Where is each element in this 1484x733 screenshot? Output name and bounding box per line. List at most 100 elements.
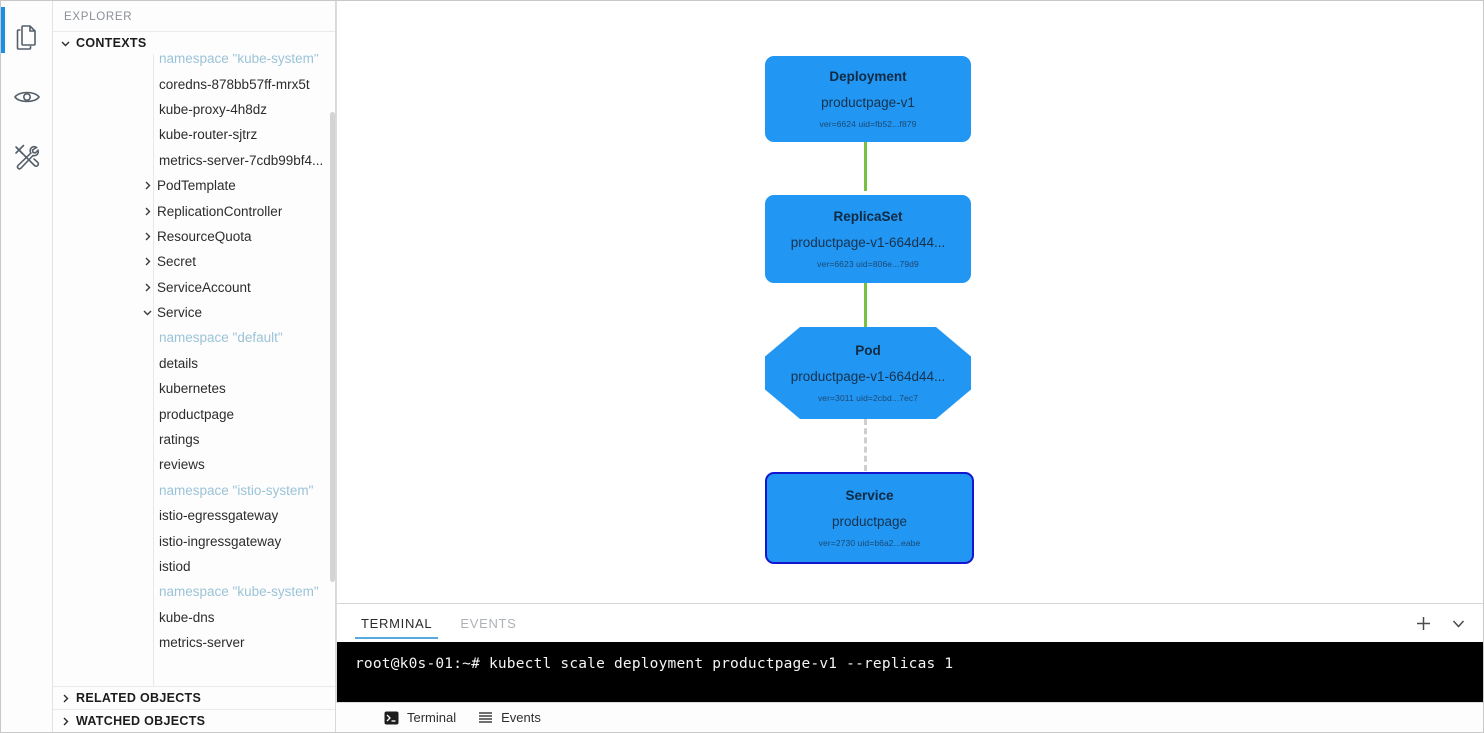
chevron-down-icon[interactable] bbox=[141, 306, 154, 319]
tab-terminal[interactable]: TERMINAL bbox=[355, 604, 439, 642]
activity-item-watch[interactable] bbox=[1, 67, 53, 127]
chevron-right-icon[interactable] bbox=[141, 205, 154, 218]
tree-item[interactable]: coredns-878bb57ff-mrx5t bbox=[53, 71, 335, 96]
node-name: productpage-v1-664d44... bbox=[790, 235, 946, 250]
terminal-icon bbox=[384, 711, 399, 725]
explorer-title: EXPLORER bbox=[64, 11, 133, 23]
tree-item-label: ratings bbox=[159, 432, 200, 448]
tree-item-label: istio-egressgateway bbox=[159, 508, 279, 524]
tree-item-label: istiod bbox=[159, 559, 191, 574]
graph-node-pod[interactable]: Pod productpage-v1-664d44... ver=3011 ui… bbox=[765, 327, 971, 419]
tree-item[interactable]: istio-ingressgateway bbox=[53, 528, 335, 553]
tree-item-label: details bbox=[159, 355, 199, 371]
tree-item[interactable]: istio-egressgateway bbox=[53, 503, 335, 528]
tree-item-label: kube-router-sjtrz bbox=[159, 127, 258, 143]
tree-item-label: reviews bbox=[159, 457, 205, 473]
edge-replicaset-pod bbox=[864, 283, 867, 327]
tree-group[interactable]: Secret bbox=[53, 249, 335, 274]
tree-item[interactable]: kube-dns bbox=[53, 605, 335, 630]
tree-item-label: namespace "istio-system" bbox=[159, 482, 314, 498]
graph-node-service[interactable]: Service productpage ver=2730 uid=b6a2...… bbox=[765, 472, 974, 564]
tree-item[interactable]: kubernetes bbox=[53, 376, 335, 401]
edge-pod-service bbox=[864, 419, 867, 471]
section-related-objects-label: RELATED OBJECTS bbox=[76, 691, 202, 705]
activity-bar bbox=[0, 1, 53, 732]
tree-item[interactable]: productpage bbox=[53, 401, 335, 426]
tree-item[interactable]: metrics-server-7cdb99bf4... bbox=[53, 148, 335, 173]
section-related-objects[interactable]: RELATED OBJECTS bbox=[53, 686, 335, 709]
node-meta: ver=2730 uid=b6a2...eabe bbox=[818, 538, 921, 549]
chevron-right-icon[interactable] bbox=[141, 281, 154, 294]
resource-graph-canvas[interactable]: Deployment productpage-v1 ver=6624 uid=f… bbox=[336, 1, 1483, 603]
status-item-terminal-label: Terminal bbox=[407, 710, 457, 725]
tree-item-label: namespace "default" bbox=[159, 330, 283, 346]
section-contexts[interactable]: CONTEXTS bbox=[53, 31, 335, 54]
node-meta: ver=3011 uid=2cbd...7ec7 bbox=[817, 393, 919, 404]
activity-item-tools[interactable] bbox=[1, 127, 53, 187]
tree-namespace-label[interactable]: namespace "kube-system" bbox=[53, 54, 335, 71]
chevron-down-icon bbox=[59, 37, 71, 49]
chevron-right-icon bbox=[59, 715, 71, 727]
main-area: Deployment productpage-v1 ver=6624 uid=f… bbox=[336, 1, 1483, 732]
tree-guide bbox=[153, 54, 154, 686]
tree-group[interactable]: PodTemplate bbox=[53, 173, 335, 198]
tree-item-label: kubernetes bbox=[159, 381, 226, 397]
tree-group[interactable]: ServiceAccount bbox=[53, 275, 335, 300]
tree-namespace-label[interactable]: namespace "kube-system" bbox=[53, 579, 335, 604]
status-item-terminal[interactable]: Terminal bbox=[384, 710, 456, 725]
sidebar-scrollbar[interactable] bbox=[330, 112, 335, 582]
node-kind: Service bbox=[845, 487, 894, 503]
tree-item[interactable]: ratings bbox=[53, 427, 335, 452]
explorer-sidebar: EXPLORER CONTEXTS namespace "kube-system… bbox=[53, 1, 336, 732]
tree-group[interactable]: ResourceQuota bbox=[53, 224, 335, 249]
tree-item[interactable]: istiod bbox=[53, 554, 335, 579]
section-contexts-label: CONTEXTS bbox=[76, 36, 147, 50]
edge-deployment-replicaset bbox=[864, 141, 867, 191]
node-name: productpage-v1 bbox=[821, 95, 915, 110]
tab-events[interactable]: EVENTS bbox=[454, 604, 522, 642]
tree-item-label: namespace "kube-system" bbox=[159, 54, 319, 67]
tree-item-label: productpage bbox=[159, 406, 235, 422]
tree-item[interactable]: details bbox=[53, 351, 335, 376]
tree-item[interactable]: kube-proxy-4h8dz bbox=[53, 97, 335, 122]
tree-item-label: PodTemplate bbox=[157, 178, 236, 194]
tree-item-label: metrics-server bbox=[159, 635, 245, 651]
graph-node-deployment[interactable]: Deployment productpage-v1 ver=6624 uid=f… bbox=[765, 56, 971, 142]
section-watched-objects-label: WATCHED OBJECTS bbox=[76, 714, 206, 728]
terminal-output[interactable]: root@k0s-01:~# kubectl scale deployment … bbox=[337, 642, 1483, 702]
tools-icon bbox=[13, 144, 40, 171]
tree-namespace-label[interactable]: namespace "istio-system" bbox=[53, 478, 335, 503]
tab-terminal-label: TERMINAL bbox=[361, 615, 433, 631]
tree-item-label: ResourceQuota bbox=[157, 228, 252, 244]
tree-namespace-label[interactable]: namespace "default" bbox=[53, 325, 335, 350]
chevron-right-icon[interactable] bbox=[141, 255, 154, 268]
status-item-events[interactable]: Events bbox=[478, 710, 541, 725]
graph-node-replicaset[interactable]: ReplicaSet productpage-v1-664d44... ver=… bbox=[765, 195, 971, 283]
chevron-right-icon bbox=[59, 692, 71, 704]
node-kind: Pod bbox=[855, 342, 881, 358]
tree-item-label: Service bbox=[157, 305, 203, 321]
bottom-panel: TERMINAL EVENTS root@k0s-01:~# kubectl s… bbox=[336, 603, 1483, 702]
tree-item-label: ServiceAccount bbox=[157, 279, 251, 295]
contexts-tree[interactable]: namespace "kube-system" coredns-878bb57ff… bbox=[53, 54, 335, 686]
tree-item[interactable]: metrics-server bbox=[53, 630, 335, 655]
node-kind: ReplicaSet bbox=[833, 208, 903, 224]
section-watched-objects[interactable]: WATCHED OBJECTS bbox=[53, 709, 335, 732]
eye-icon bbox=[13, 87, 41, 107]
activity-item-explorer[interactable] bbox=[0, 7, 53, 67]
chevron-down-icon[interactable] bbox=[1450, 615, 1467, 632]
tree-item[interactable]: kube-router-sjtrz bbox=[53, 122, 335, 147]
chevron-right-icon[interactable] bbox=[141, 179, 154, 192]
status-bar: Terminal Events bbox=[336, 702, 1483, 732]
panel-tab-bar: TERMINAL EVENTS bbox=[337, 604, 1483, 642]
tree-group[interactable]: ReplicationController bbox=[53, 198, 335, 223]
tab-events-label: EVENTS bbox=[460, 615, 517, 631]
node-meta: ver=6624 uid=fb52...f879 bbox=[819, 119, 917, 130]
events-icon bbox=[478, 711, 493, 725]
chevron-right-icon[interactable] bbox=[141, 230, 154, 243]
tree-item-label: kube-dns bbox=[159, 609, 215, 625]
tree-group[interactable]: Service bbox=[53, 300, 335, 325]
tree-item-label: coredns-878bb57ff-mrx5t bbox=[159, 76, 310, 92]
plus-icon[interactable] bbox=[1415, 615, 1432, 632]
tree-item[interactable]: reviews bbox=[53, 452, 335, 477]
